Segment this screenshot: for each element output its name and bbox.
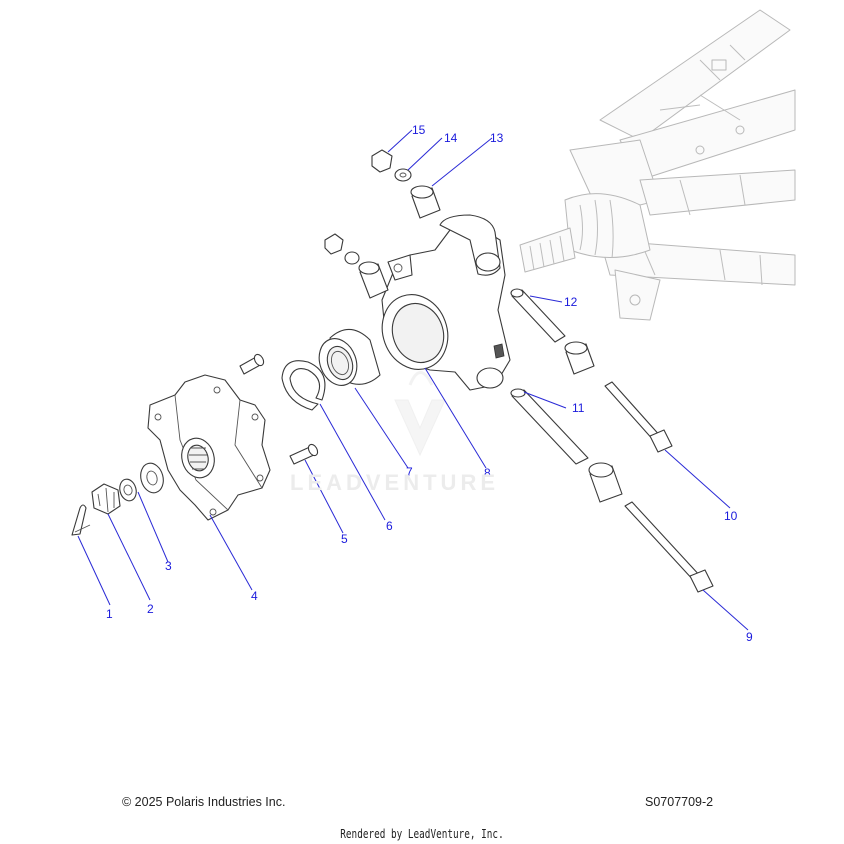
castle-nut [91,483,121,515]
leader-lines [77,129,749,631]
sleeve-11 [510,388,589,465]
wheel-stud-lower [289,443,319,465]
callout-8: 8 [484,466,491,480]
bolt-9 [624,501,714,593]
snap-ring [281,360,326,411]
callout-1: 1 [106,607,113,621]
callout-labels: 1 2 3 4 5 6 7 8 9 10 11 12 13 14 15 [106,123,753,644]
callout-13: 13 [490,131,504,145]
callout-5: 5 [341,532,348,546]
bolt-10 [604,381,673,453]
drawing-id: S0707709-2 [645,795,714,809]
wheel-hub [147,374,271,521]
watermark-text: LEADVENTURE [290,470,500,495]
bushing-12b [564,341,595,375]
knuckle-housing [381,214,511,391]
callout-14: 14 [444,131,458,145]
callout-11: 11 [572,401,585,415]
callout-3: 3 [165,559,172,573]
callout-10: 10 [724,509,738,523]
washer [119,462,164,502]
callout-2: 2 [147,602,154,616]
rendered-by-text: Rendered by LeadVenture, Inc. [340,827,504,841]
washer-14 [394,168,412,182]
cotter-pin [71,504,91,536]
leadventure-watermark-logo [394,371,446,457]
sleeve-12 [510,288,566,343]
bushing-11b [588,462,623,503]
callout-12: 12 [564,295,578,309]
copyright-text: © 2025 Polaris Industries Inc. [122,795,286,809]
callout-6: 6 [386,519,393,533]
a-arm-frame-assembly [519,9,796,321]
upper-bushing-13 [410,185,441,219]
callout-7: 7 [406,465,413,479]
nut-15 [371,149,393,173]
callout-15: 15 [412,123,426,137]
callout-9: 9 [746,630,753,644]
wheel-bearing [318,328,381,386]
wheel-stud-upper [239,353,265,375]
callout-4: 4 [251,589,258,603]
bushing-set-left [324,233,389,299]
